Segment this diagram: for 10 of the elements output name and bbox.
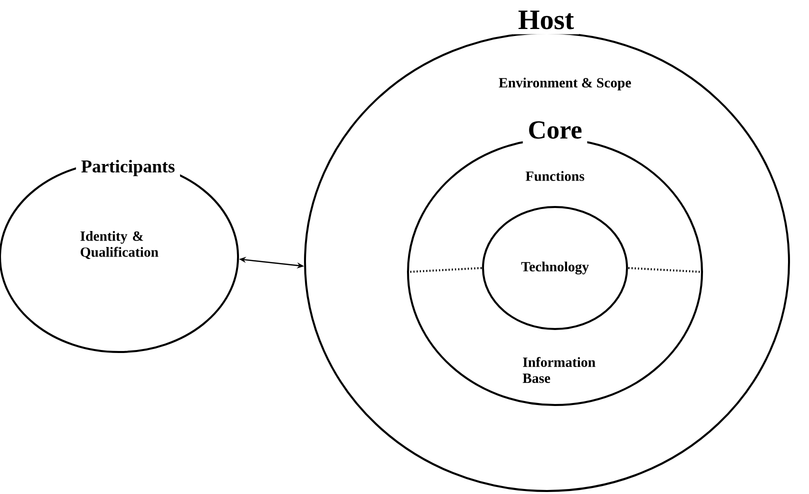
text-label: Identity & Qualification	[80, 230, 158, 259]
heading: Core	[522, 116, 588, 144]
connector-line	[628, 266, 704, 273]
text-label: Information Base	[522, 356, 596, 383]
text-label: Environment & Scope	[498, 78, 631, 90]
connector-line	[406, 266, 482, 273]
text-label: Functions	[526, 171, 584, 181]
heading: Host	[513, 6, 579, 34]
heading: Participants	[76, 154, 180, 182]
text-label: Technology	[521, 262, 589, 274]
